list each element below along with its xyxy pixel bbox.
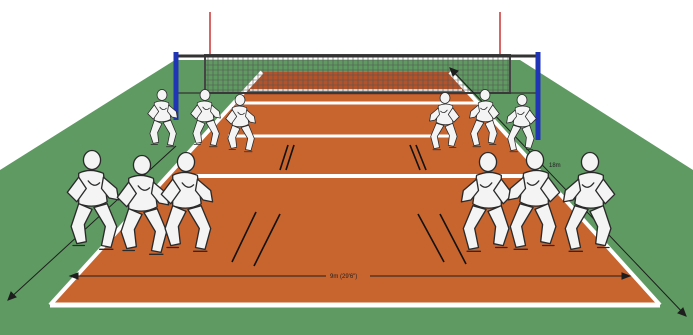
far-court [242,72,470,95]
depth-label: 18m [549,163,561,169]
width-label: 9m (29'6") [330,274,357,280]
